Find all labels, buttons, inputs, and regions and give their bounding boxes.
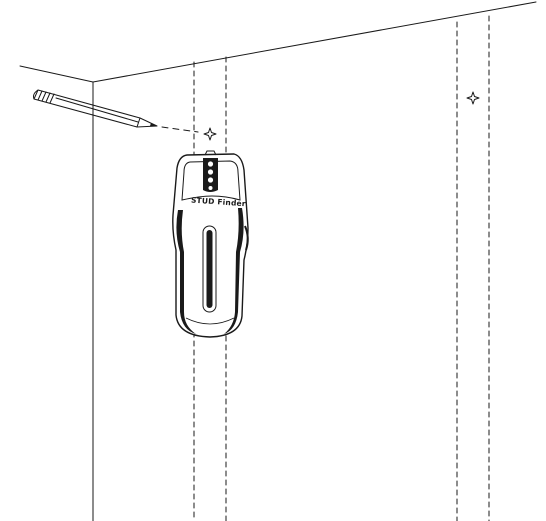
device-grip-right [224,208,244,334]
marking-line [161,126,199,133]
device-slot-inner [206,230,213,308]
device-bottom-contour [185,317,235,325]
device-side-button [244,225,249,251]
crosshair-mark-near [203,127,217,141]
led-indicator-3 [207,177,214,183]
device-led-panel [203,158,218,192]
ceiling-left-edge [19,65,94,83]
stud-finder-device: STUD Finder [172,150,249,338]
device-center-notch [204,150,217,156]
crosshair-mark-far [466,91,480,105]
device-brand-label: STUD Finder [191,195,246,208]
led-indicator-4 [208,186,213,190]
ceiling-right-edge [92,1,537,83]
device-grip-left [176,210,196,334]
pencil-icon [33,89,158,128]
led-indicator-1 [207,161,214,167]
led-indicator-2 [207,169,214,175]
wall-outline [19,1,537,521]
